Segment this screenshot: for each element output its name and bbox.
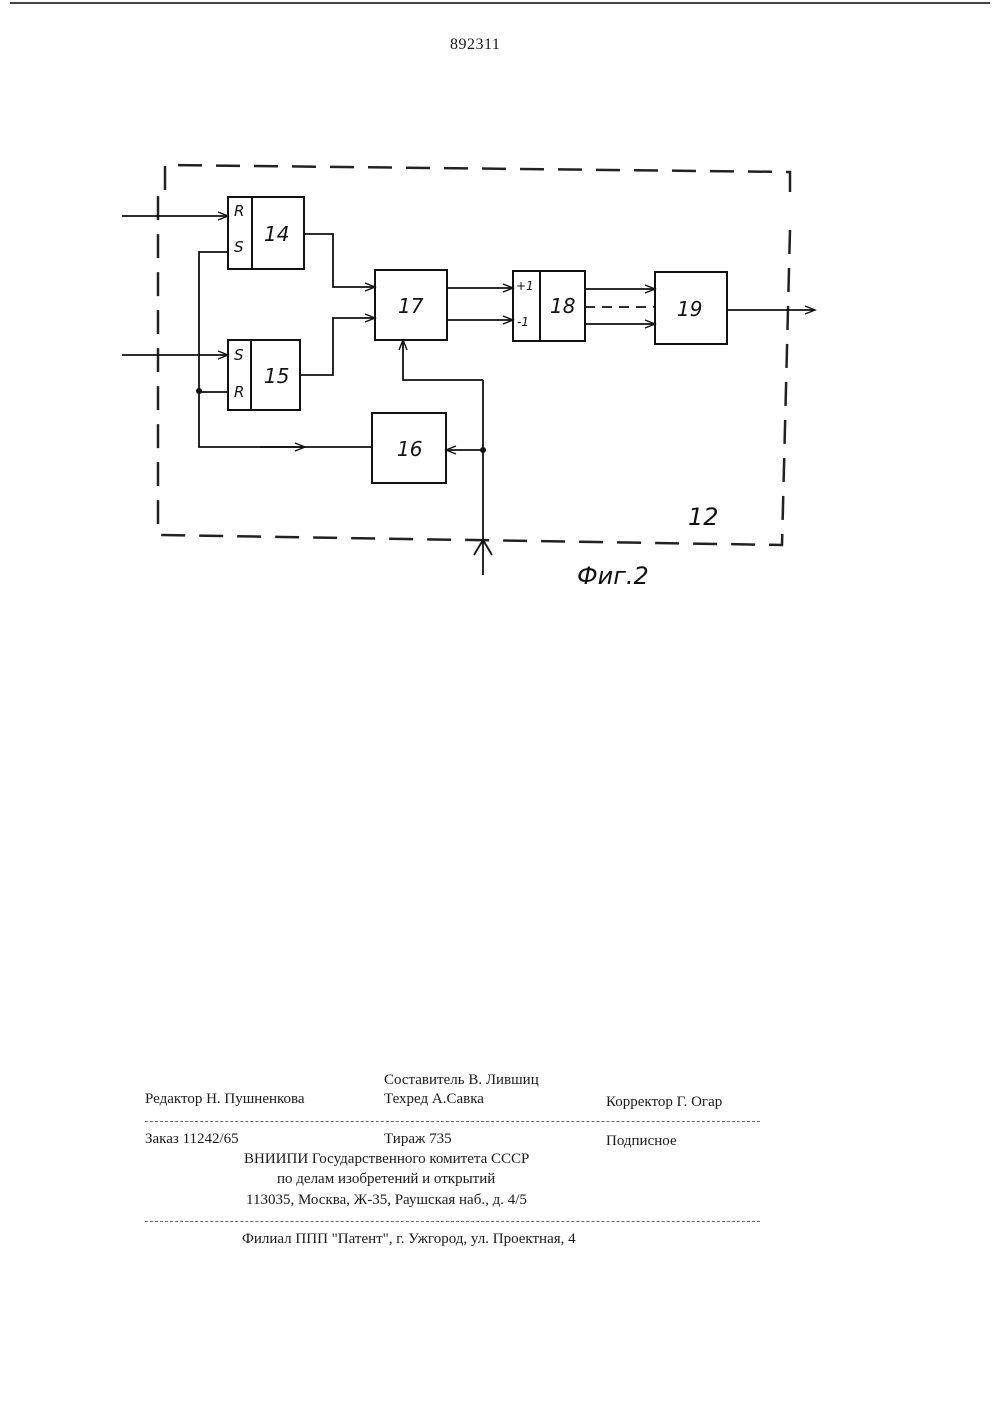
outer-block-label: 12 (688, 503, 719, 531)
input-arrow-left (474, 540, 483, 555)
block-14-input-r: R (234, 202, 244, 220)
block-diagram: R S 14 S R 15 17 16 +1 -1 18 19 (0, 0, 1000, 650)
block-15-input-r: R (234, 383, 244, 401)
corrector-credit: Корректор Г. Огар (606, 1094, 722, 1111)
block-15-input-s: S (234, 346, 244, 364)
techred-credit: Техред А.Савка (384, 1091, 484, 1108)
block-18-input-minus1: -1 (517, 315, 529, 329)
block-17-label: 17 (398, 294, 424, 318)
block-14-input-s: S (234, 238, 244, 256)
input-arrow-right (483, 540, 492, 555)
org-line-2: по делам изобретений и открытий (277, 1171, 495, 1188)
org-address: 113035, Москва, Ж-35, Раушская наб., д. … (246, 1192, 527, 1209)
footer-rule-bottom (145, 1221, 760, 1222)
block-14-label: 14 (264, 222, 289, 246)
figure-caption: Фиг.2 (577, 562, 649, 590)
org-line-1: ВНИИПИ Государственного комитета СССР (244, 1151, 529, 1168)
subscription: Подписное (606, 1133, 677, 1150)
block-18-label: 18 (550, 294, 575, 318)
compiler-credit: Составитель В. Лившиц (384, 1072, 539, 1089)
order-number: Заказ 11242/65 (145, 1131, 239, 1148)
block-15-label: 15 (264, 364, 289, 388)
circulation: Тираж 735 (384, 1131, 452, 1148)
editor-credit: Редактор Н. Пушненкова (145, 1091, 305, 1108)
block-19-label: 19 (677, 297, 702, 321)
junction-dot-right (480, 447, 486, 453)
footer-rule-top (145, 1121, 760, 1122)
block-18-input-plus1: +1 (516, 279, 534, 293)
branch-address: Филиал ППП "Патент", г. Ужгород, ул. Про… (242, 1231, 576, 1248)
block-16-label: 16 (397, 437, 422, 461)
junction-dot-left (196, 388, 202, 394)
